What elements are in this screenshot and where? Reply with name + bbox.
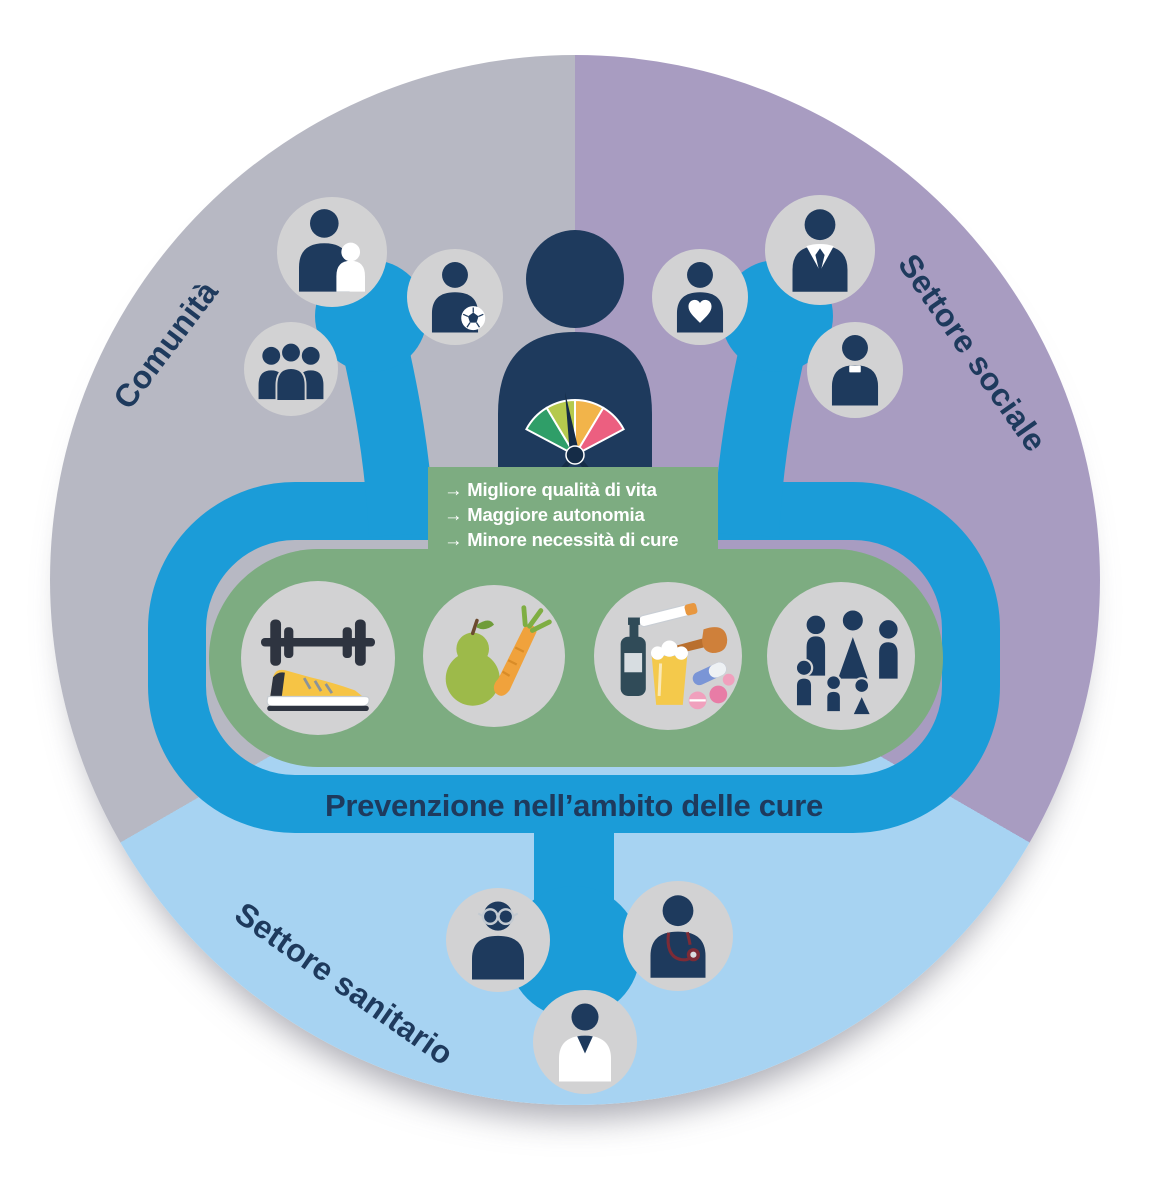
intervention-node-social-contacts (767, 582, 915, 730)
loop-banner-title: Prevenzione nell’ambito delle cure (324, 788, 824, 823)
intervention-node-substances (594, 582, 742, 730)
heart-icon (688, 299, 712, 323)
physical-activity-icon (261, 619, 375, 711)
community-node-parent-child (277, 197, 387, 307)
outcome-item-autonomy: → Maggiore autonomia (444, 504, 645, 525)
social-node-clergy (807, 322, 903, 418)
clergy-collar-icon (849, 365, 861, 373)
health-node-caregiver (446, 888, 550, 992)
person-with-heart-icon (676, 261, 724, 333)
social-contacts-icon (794, 608, 900, 717)
substance-use-icon (620, 602, 735, 710)
clergy-person-icon (831, 334, 879, 406)
intervention-node-nutrition (423, 585, 565, 727)
health-node-doctor (623, 881, 733, 991)
cigarette-icon (638, 602, 698, 628)
social-node-professional (765, 195, 875, 305)
outcomes-box: → Migliore qualità di vita → Maggiore au… (428, 467, 718, 559)
person-with-suit-icon (792, 209, 848, 292)
glasses-icon (477, 908, 519, 926)
sneaker-icon (266, 669, 370, 711)
pear-icon (445, 618, 500, 706)
stethoscope-icon (666, 931, 700, 962)
tie-icon (815, 248, 825, 275)
outcome-item-less-care: → Minore necessità di cure (444, 529, 679, 550)
gauge-needle-icon (565, 392, 580, 456)
intervention-node-activity (241, 581, 395, 735)
health-node-pharmacist (533, 990, 637, 1094)
community-node-football (407, 249, 503, 345)
carrot-icon (493, 605, 552, 696)
beer-glass-icon (650, 640, 688, 705)
person-with-glasses-icon (472, 901, 524, 980)
white-coat-icon (559, 1035, 611, 1082)
community-node-group (244, 322, 338, 416)
pharmacist-icon (559, 1003, 611, 1082)
outcome-item-quality-of-life: → Migliore qualità di vita (444, 479, 657, 500)
patient-head (526, 230, 624, 328)
person-with-football-icon (431, 261, 486, 333)
barbell-icon (261, 619, 375, 666)
gauge-pivot (565, 445, 585, 465)
person-with-health-gauge-icon (498, 230, 652, 472)
football-icon (461, 306, 486, 331)
wine-bottle-icon (620, 617, 646, 696)
group-of-people-icon (258, 341, 324, 402)
social-node-volunteer (652, 249, 748, 345)
healthy-nutrition-icon (445, 605, 552, 706)
parent-with-child-icon (299, 209, 365, 292)
pills-icon (688, 662, 735, 710)
doctor-with-stethoscope-icon (650, 895, 706, 978)
